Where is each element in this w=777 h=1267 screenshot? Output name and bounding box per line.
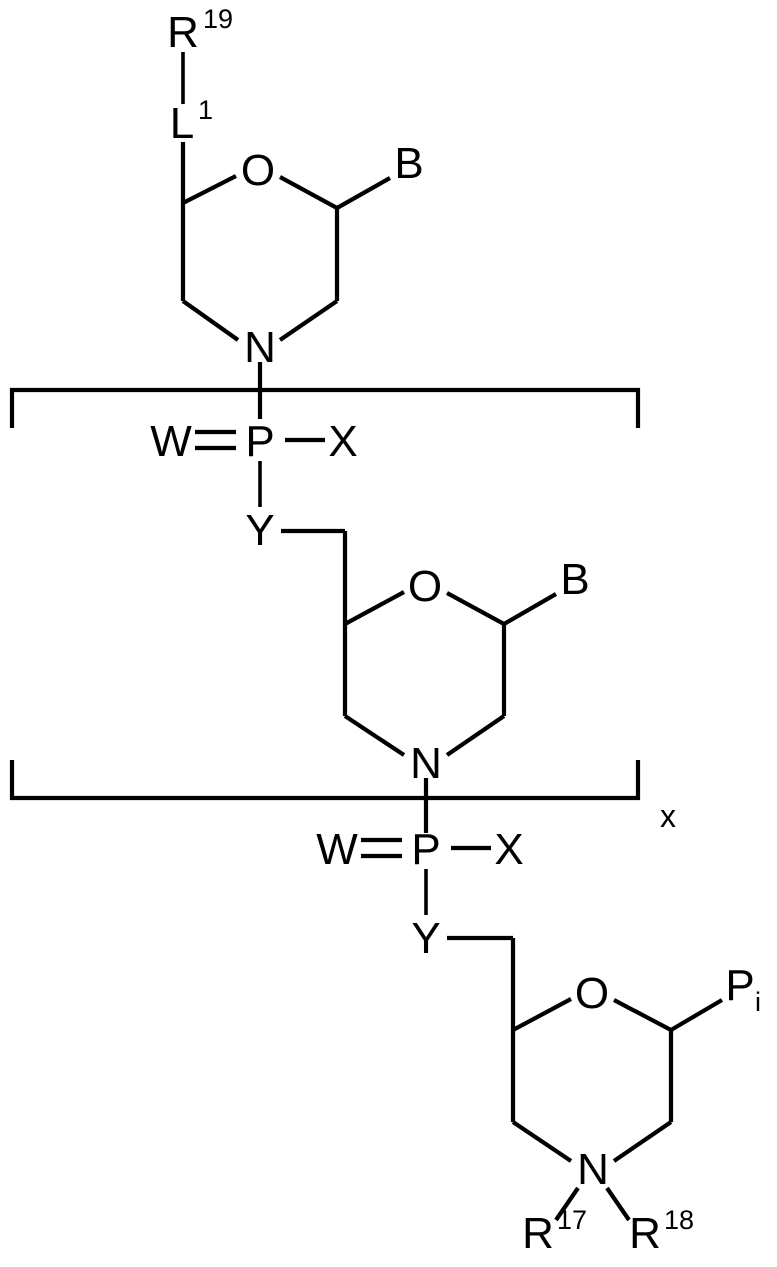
label-ring1-base-b: B (394, 139, 423, 188)
bond-ring1-o-c2 (278, 175, 339, 210)
bond-ring3-n-r17 (554, 1186, 580, 1222)
bond-ring3-c6-n (511, 1120, 573, 1163)
bond-ring3-n-r18 (605, 1186, 631, 1222)
label-pi-subscript: i (755, 987, 761, 1017)
label-y1: Y (245, 506, 274, 555)
label-r17-superscript: 17 (557, 1205, 587, 1235)
label-y2: Y (411, 914, 440, 963)
label-l1-base: L (170, 99, 194, 148)
bond-ring3-c2-pi (669, 998, 724, 1032)
label-repeat-count: x (660, 798, 676, 834)
label-p1: P (245, 417, 274, 466)
bond-ring1-c2-b (335, 176, 392, 210)
label-r19-base: R (167, 8, 199, 57)
label-r18-superscript: 18 (664, 1205, 694, 1235)
label-r19-superscript: 19 (203, 4, 233, 34)
label-ring1-oxygen: O (241, 146, 275, 195)
bond-ring2-c2-b (502, 592, 558, 626)
label-r17-base: R (522, 1209, 554, 1258)
bracket-lower (9, 760, 641, 801)
bond-ring2-c5-o (343, 590, 406, 626)
label-l1-superscript: 1 (198, 95, 213, 125)
bond-ring3-c3-n (612, 1120, 673, 1163)
label-pi-base: P (725, 961, 754, 1010)
bond-ring1-c5-o (182, 174, 237, 205)
bond-ring2-c3-n (445, 714, 506, 757)
label-x2: X (494, 825, 523, 874)
label-w1: W (150, 417, 192, 466)
bracket-upper (9, 387, 641, 428)
label-p2: P (411, 825, 440, 874)
bond-ring3-c5-o (512, 997, 572, 1032)
label-x1: X (328, 417, 357, 466)
bond-ring1-c3-n (278, 299, 339, 342)
label-ring2-base-b: B (560, 555, 589, 604)
label-ring3-nitrogen: N (577, 1145, 609, 1194)
bond-ring3-o-c2 (613, 998, 672, 1032)
label-ring1-nitrogen: N (244, 323, 276, 372)
bond-ring2-c6-n (343, 714, 406, 757)
label-ring2-oxygen: O (408, 562, 442, 611)
label-ring2-nitrogen: N (410, 739, 442, 788)
label-w2: W (316, 825, 358, 874)
label-ring3-oxygen: O (575, 969, 609, 1018)
bond-ring2-o-c2 (445, 591, 506, 626)
label-r18-base: R (629, 1209, 661, 1258)
bond-ring1-c6-n (181, 299, 240, 342)
